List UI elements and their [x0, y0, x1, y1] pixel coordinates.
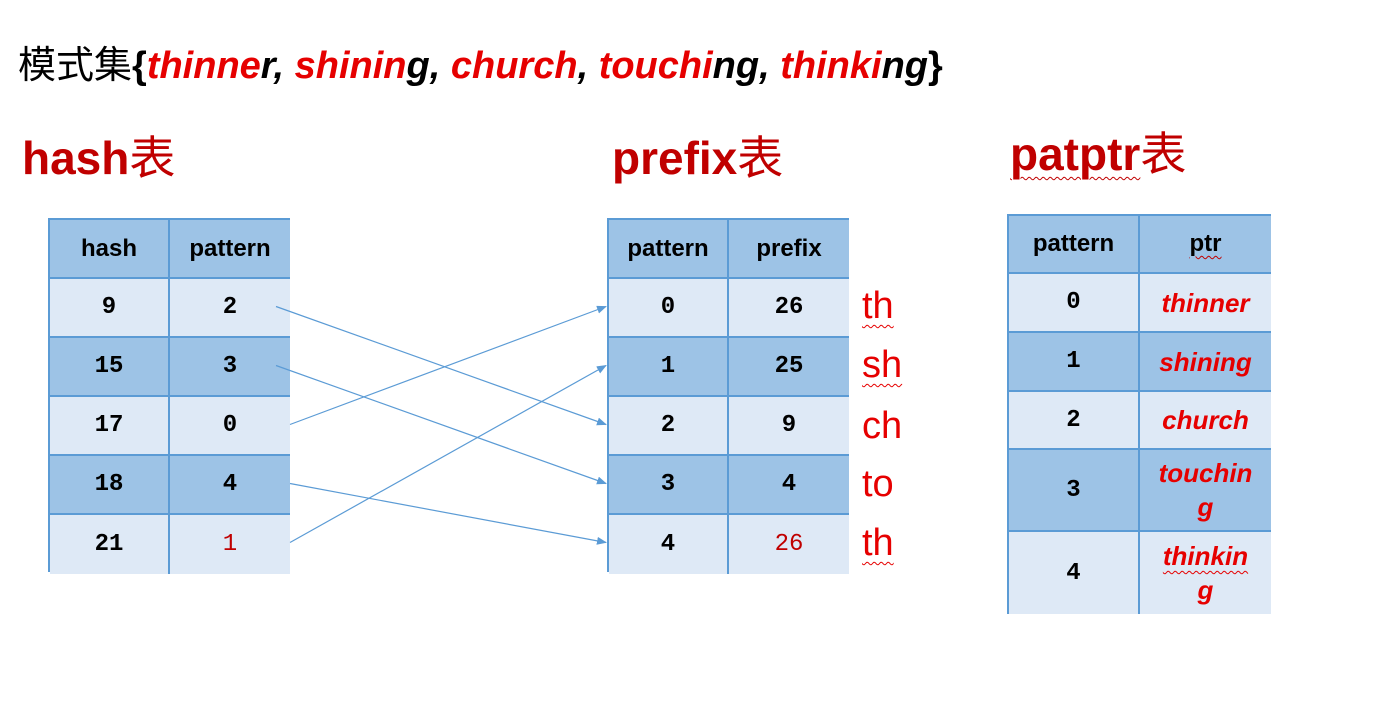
hash-cell: 18 [50, 456, 170, 515]
prefix-label: ch [862, 405, 903, 447]
pattern-set-heading: 模式集{thinner, shining, church, touching, … [18, 40, 943, 90]
patptr-pattern-cell: 1 [1009, 333, 1140, 392]
prefix-label: sh [862, 344, 903, 386]
mapping-arrow-2 [289, 305, 607, 426]
patptr-pattern-cell: 0 [1009, 274, 1140, 333]
patptr-table: pattern ptr 0 thinner 1 shining 2 church… [1007, 214, 1271, 614]
hash-cell: 15 [50, 338, 170, 397]
hash-pattern-cell: 2 [170, 279, 290, 338]
pattern-word-1: shining, [294, 45, 451, 87]
hash-pattern-cell: 4 [170, 456, 290, 515]
hash-pattern-cell: 0 [170, 397, 290, 456]
hash-cell: 21 [50, 515, 170, 574]
prefix-pattern-cell: 1 [609, 338, 729, 397]
patptr-table-title: patptr表 [1010, 127, 1187, 181]
patptr-pattern-cell: 2 [1009, 392, 1140, 450]
prefix-pattern-cell: 4 [609, 515, 729, 574]
hash-pattern-cell: 1 [170, 515, 290, 574]
hash-cell: 17 [50, 397, 170, 456]
prefix-value-cell: 4 [729, 456, 849, 515]
prefix-label: th [862, 522, 894, 564]
pattern-word-3: touching, [598, 45, 781, 87]
patptr-header-ptr: ptr [1140, 216, 1271, 274]
hash-cell: 9 [50, 279, 170, 338]
close-brace: } [928, 45, 943, 87]
mapping-arrow-0 [275, 305, 607, 426]
prefix-label: to [862, 463, 894, 505]
mapping-arrow-3 [289, 482, 607, 545]
patptr-pattern-cell: 3 [1009, 450, 1140, 532]
prefix-header-pattern: pattern [609, 220, 729, 279]
prefix-pattern-cell: 0 [609, 279, 729, 338]
patptr-ptr-cell: thinner [1140, 274, 1271, 333]
hash-table-title: hash表 [22, 131, 176, 185]
patptr-ptr-cell: church [1140, 392, 1271, 450]
prefix-pattern-cell: 2 [609, 397, 729, 456]
prefix-table: pattern prefix 0 26 1 25 2 9 3 4 4 26 [607, 218, 849, 574]
prefix-value-cell: 25 [729, 338, 849, 397]
patptr-ptr-cell: shining [1140, 333, 1271, 392]
prefix-value-cell: 26 [729, 515, 849, 574]
prefix-label: th [862, 285, 894, 327]
mapping-arrow-4 [289, 364, 607, 544]
hash-pattern-cell: 3 [170, 338, 290, 397]
prefix-header-prefix: prefix [729, 220, 849, 279]
heading-prefix: 模式集 [18, 43, 133, 87]
prefix-value-cell: 9 [729, 397, 849, 456]
prefix-pattern-cell: 3 [609, 456, 729, 515]
hash-header-hash: hash [50, 220, 170, 279]
prefix-value-cell: 26 [729, 279, 849, 338]
hash-header-pattern: pattern [170, 220, 290, 279]
hash-table: hash pattern 9 2 15 3 17 0 18 4 21 1 [48, 218, 290, 574]
open-brace: { [132, 45, 147, 87]
prefix-table-title: prefix表 [612, 131, 784, 185]
patptr-header-pattern: pattern [1009, 216, 1140, 274]
mapping-arrow-1 [275, 364, 607, 485]
pattern-word-2: church, [450, 45, 599, 87]
patptr-pattern-cell: 4 [1009, 532, 1140, 614]
pattern-word-4: thinking [780, 45, 928, 87]
pattern-word-0: thinner, [146, 45, 295, 87]
